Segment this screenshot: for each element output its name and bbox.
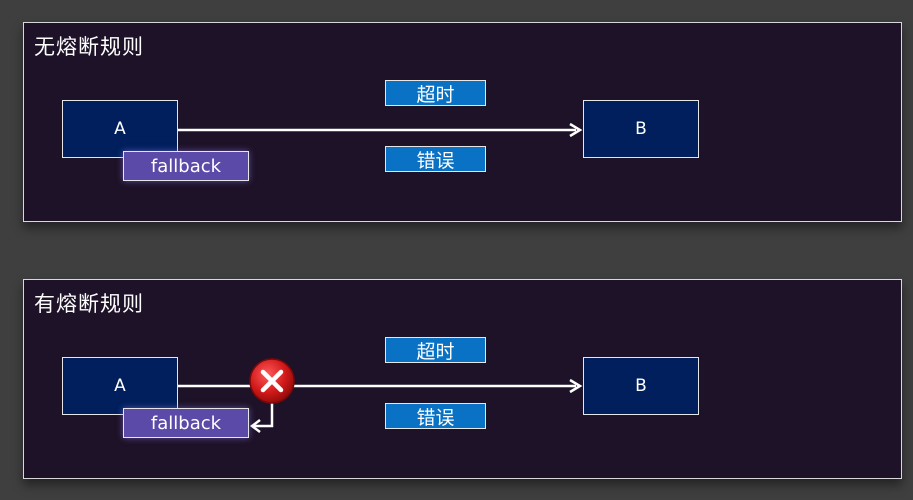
request-arrowhead — [569, 378, 583, 394]
timeout-tag: 超时 — [385, 337, 486, 363]
fallback-box[interactable]: fallback — [123, 408, 249, 438]
service-a-node[interactable]: A — [62, 357, 178, 415]
panel-title: 无熔断规则 — [34, 35, 144, 59]
edges-layer — [178, 122, 583, 138]
timeout-tag: 超时 — [385, 80, 486, 106]
circle-x-icon — [249, 358, 295, 404]
service-a-node[interactable]: A — [62, 100, 178, 158]
request-arrowhead — [569, 122, 583, 138]
fallback-box[interactable]: fallback — [123, 151, 249, 181]
fallback-return-line — [253, 398, 274, 428]
error-tag: 错误 — [385, 146, 486, 172]
fallback-return-arrowhead — [249, 419, 261, 433]
service-b-node[interactable]: B — [583, 100, 699, 158]
panel-title: 有熔断规则 — [34, 292, 144, 316]
circuit-breaker-panel: 有熔断规则 A fallback B 超时 错误 — [23, 279, 902, 479]
no-circuit-breaker-panel: 无熔断规则 A fallback B 超时 错误 — [23, 22, 902, 222]
edges-layer — [178, 358, 583, 433]
service-b-node[interactable]: B — [583, 357, 699, 415]
error-tag: 错误 — [385, 403, 486, 429]
